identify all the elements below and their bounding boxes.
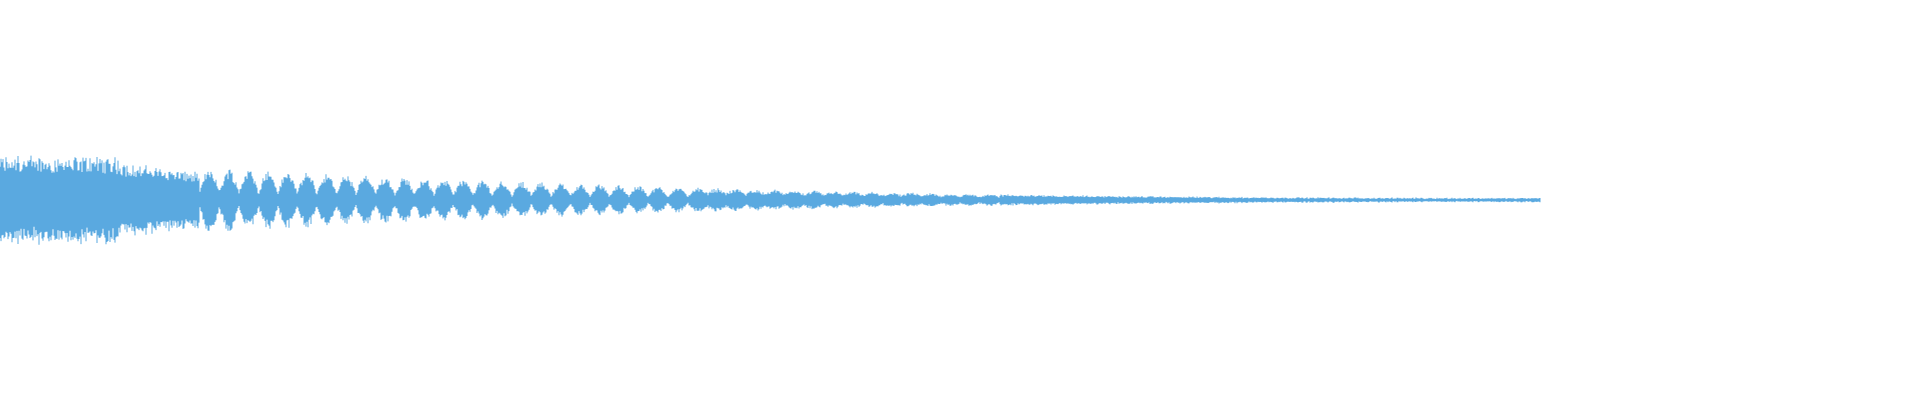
waveform-trace bbox=[0, 155, 1541, 245]
